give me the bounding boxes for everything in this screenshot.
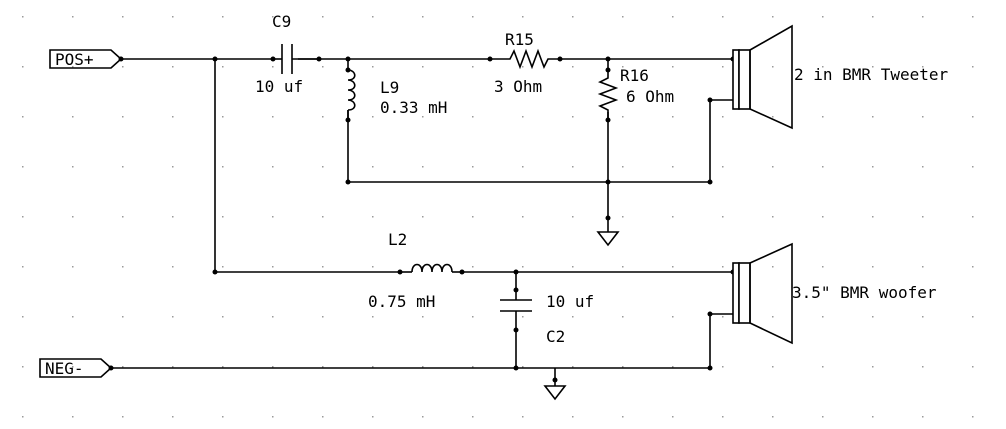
- inductor-l9[interactable]: L9 0.33 mH: [347, 69, 447, 120]
- speaker-icon: [732, 24, 793, 130]
- pos-port-label: POS+: [55, 50, 94, 69]
- woofer-label: 3.5" BMR woofer: [792, 283, 937, 302]
- grid-dots: [22, 16, 974, 418]
- speaker-icon: [732, 242, 793, 345]
- r16-value: 6 Ohm: [626, 87, 674, 106]
- capacitor-c2[interactable]: 10 uf C2: [500, 292, 594, 346]
- inductor-l2[interactable]: L2 0.75 mH: [368, 230, 462, 311]
- tweeter-speaker[interactable]: 2 in BMR Tweeter: [732, 24, 948, 130]
- ground-icon: [596, 218, 620, 247]
- l9-ref: L9: [380, 78, 399, 97]
- neg-port[interactable]: NEG-: [39, 358, 114, 378]
- resistor-icon: [597, 70, 619, 120]
- tweeter-label: 2 in BMR Tweeter: [794, 65, 948, 84]
- pos-port[interactable]: POS+: [49, 49, 124, 69]
- capacitor-c9[interactable]: C9 10 uf: [255, 12, 319, 96]
- resistor-r15[interactable]: R15 3 Ohm: [490, 30, 560, 96]
- l2-value: 0.75 mH: [368, 292, 435, 311]
- resistor-icon: [490, 48, 560, 70]
- wires: [111, 58, 733, 380]
- c2-ref: C2: [546, 327, 565, 346]
- woofer-speaker[interactable]: 3.5" BMR woofer: [732, 242, 937, 345]
- r15-value: 3 Ohm: [494, 77, 542, 96]
- c9-ref: C9: [272, 12, 291, 31]
- r16-ref: R16: [620, 66, 649, 85]
- neg-port-label: NEG-: [45, 359, 84, 378]
- l9-value: 0.33 mH: [380, 98, 447, 117]
- resistor-r16[interactable]: R16 6 Ohm: [597, 66, 674, 120]
- r15-ref: R15: [505, 30, 534, 49]
- ground-icon: [543, 380, 567, 401]
- inductor-icon: [347, 69, 356, 111]
- c2-value: 10 uf: [546, 292, 594, 311]
- inductor-icon: [411, 263, 453, 273]
- l2-ref: L2: [388, 230, 407, 249]
- c9-value: 10 uf: [255, 77, 303, 96]
